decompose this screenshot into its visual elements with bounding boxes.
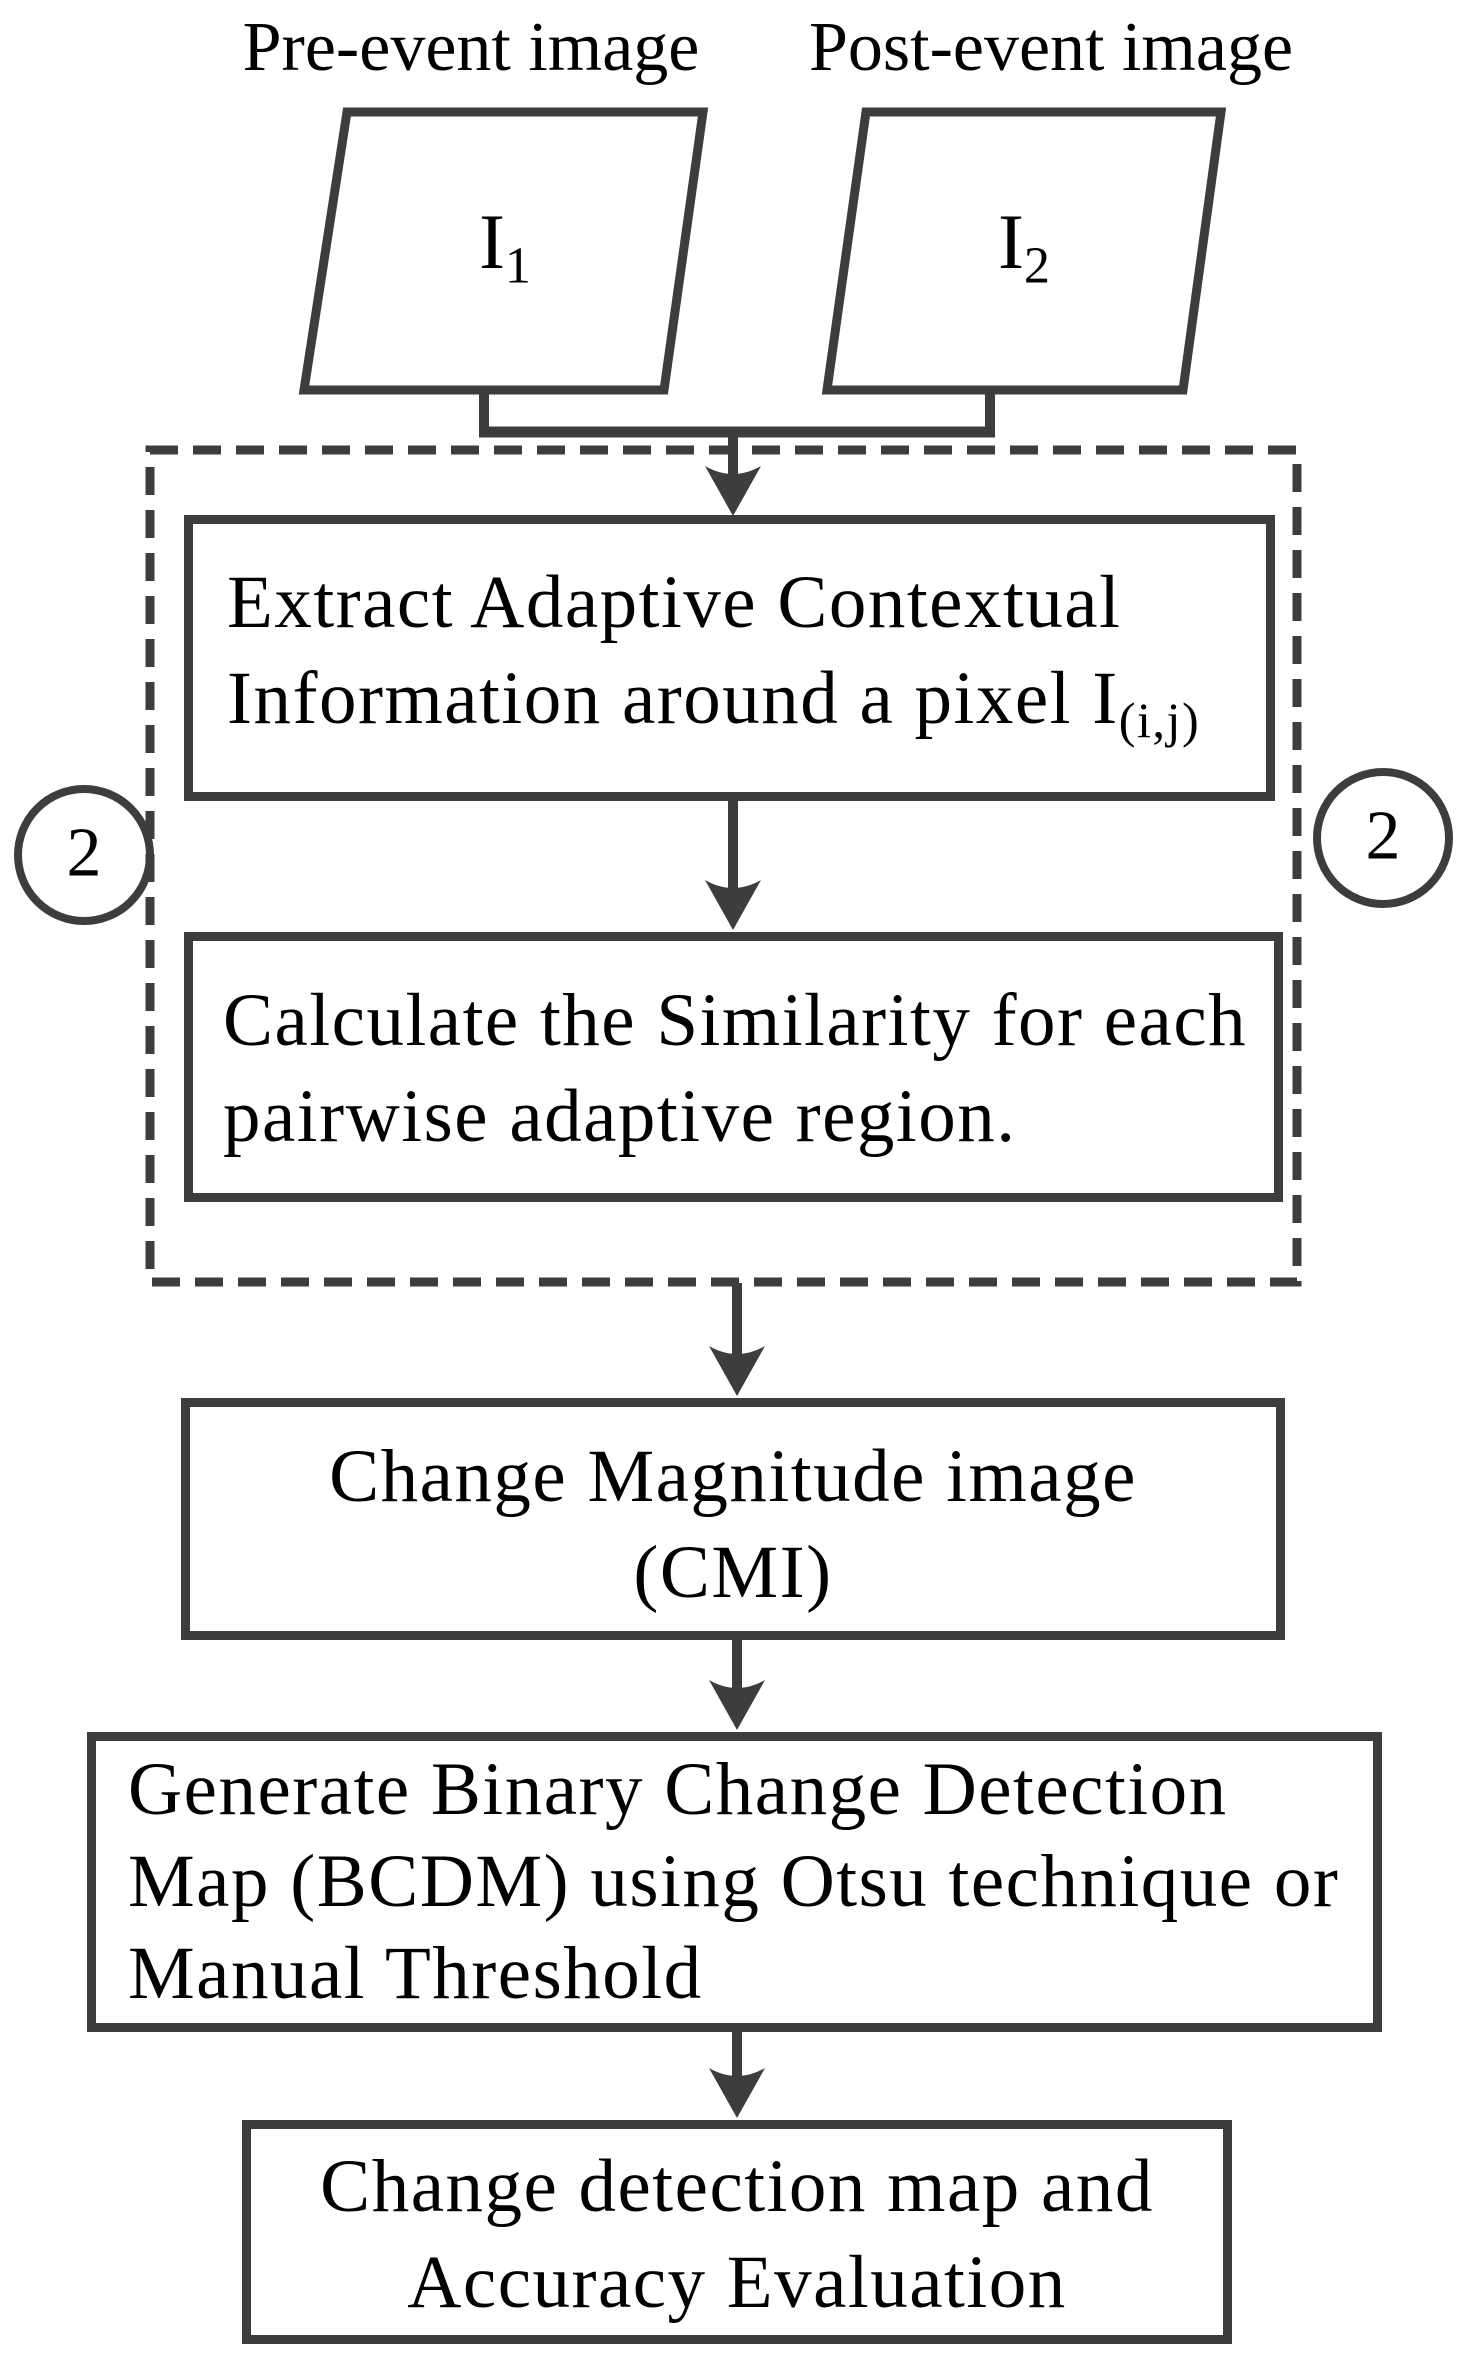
pre-event-symbol-main: I	[478, 197, 505, 285]
change-magnitude-image-box: Change Magnitude image (CMI)	[181, 1398, 1285, 1640]
iteration-count-right: 2	[1365, 797, 1401, 875]
arrow-to-extract-head-icon	[705, 466, 761, 516]
similarity-line-1: Calculate the Similarity for each	[223, 979, 1248, 1062]
parallelogram-pre-event-image	[298, 107, 709, 395]
extract-line-2: Information around a pixel I(i,j)	[227, 651, 1200, 768]
post-event-symbol: I2	[998, 202, 1051, 295]
similarity-line-2: pairwise adaptive region.	[223, 1075, 1017, 1158]
bcdm-line-1: Generate Binary Change Detection	[128, 1748, 1228, 1831]
cmi-line-1: Change Magnitude image	[329, 1435, 1137, 1518]
iteration-circle-right	[1313, 768, 1453, 908]
arrow-to-cmi-head-icon	[709, 1346, 765, 1396]
extract-contextual-info-box: Extract Adaptive Contextual Information …	[184, 515, 1275, 801]
pre-event-symbol-subscript: 1	[504, 236, 532, 295]
extract-line-2-text: Information around a pixel I	[227, 657, 1119, 741]
generate-bcdm-box: Generate Binary Change Detection Map (BC…	[87, 1732, 1382, 2032]
pre-event-image-label: Pre-event image	[242, 9, 700, 86]
output-evaluation-box: Change detection map and Accuracy Evalua…	[242, 2120, 1232, 2344]
calculate-similarity-box: Calculate the Similarity for each pairwi…	[184, 932, 1283, 1202]
bcdm-line-3: Manual Threshold	[128, 1932, 703, 2015]
arrow-to-bcdm-head-icon	[709, 1680, 765, 1730]
arrow-to-output-head-icon	[709, 2068, 765, 2118]
iteration-count-left: 2	[66, 814, 102, 892]
pre-event-symbol: I1	[479, 202, 532, 295]
parallelogram-post-event-image	[821, 107, 1227, 395]
post-event-image-label: Post-event image	[808, 9, 1294, 86]
output-line-1: Change detection map and	[320, 2145, 1154, 2228]
extract-pixel-subscript: (i,j)	[1118, 692, 1201, 749]
post-event-symbol-main: I	[997, 197, 1024, 285]
extract-line-1: Extract Adaptive Contextual	[227, 561, 1122, 645]
bcdm-line-2: Map (BCDM) using Otsu technique or	[128, 1840, 1340, 1923]
iteration-circle-left	[14, 785, 154, 925]
cmi-line-2: (CMI)	[633, 1531, 833, 1614]
arrow-to-similarity-head-icon	[705, 880, 761, 930]
post-event-symbol-subscript: 2	[1023, 236, 1051, 295]
output-line-2: Accuracy Evaluation	[407, 2241, 1067, 2324]
